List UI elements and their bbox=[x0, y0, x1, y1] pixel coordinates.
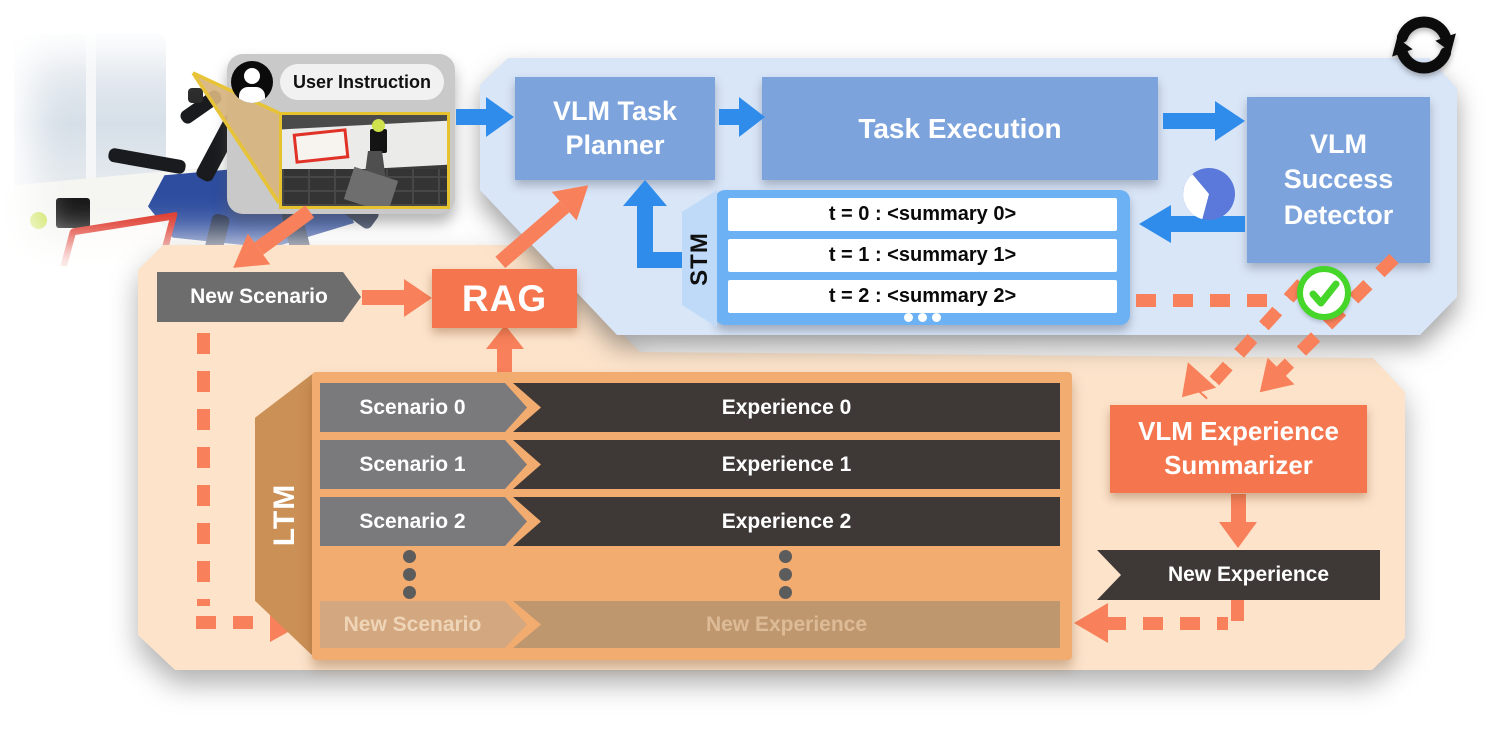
ltm-experience-row: Experience 2 bbox=[513, 497, 1060, 546]
arrow-execution-to-detector-head bbox=[1215, 101, 1245, 141]
arrow-ltm-to-rag-head bbox=[486, 325, 524, 349]
inset-ball bbox=[372, 119, 385, 132]
arrow-planner-to-execution-head bbox=[739, 97, 765, 137]
arrow-instruction-to-planner-head bbox=[486, 97, 514, 137]
stm-row: t = 1 : <summary 1> bbox=[728, 239, 1117, 272]
stm-row: t = 2 : <summary 2> bbox=[728, 280, 1117, 313]
arrow-execution-to-detector bbox=[1163, 113, 1215, 129]
task-execution-box: Task Execution bbox=[762, 77, 1158, 180]
user-avatar-icon bbox=[231, 61, 273, 103]
inset-cup bbox=[370, 129, 387, 153]
dashed-new-experience-to-ltm-vertical bbox=[1231, 598, 1244, 621]
ltm-new-scenario-chevron: New Scenario bbox=[320, 601, 527, 648]
arrow-detector-to-stm bbox=[1171, 216, 1245, 232]
arrow-stm-to-planner-head bbox=[623, 180, 667, 206]
arrow-stm-to-planner-vertical bbox=[637, 204, 653, 268]
ltm-experience-row: Experience 0 bbox=[513, 383, 1060, 432]
vlm-task-planner-box: VLM Task Planner bbox=[515, 77, 715, 180]
ltm-scenario-chevron: Scenario 2 bbox=[320, 497, 527, 546]
arrow-ltm-to-rag bbox=[497, 347, 512, 374]
ltm-panel: Scenario 0 Experience 0 Scenario 1 Exper… bbox=[312, 372, 1072, 660]
pie-timer-icon bbox=[1183, 168, 1235, 220]
arrow-planner-to-execution bbox=[719, 109, 739, 125]
dashed-new-scenario-to-ltm-horizontal bbox=[196, 616, 270, 629]
user-instruction-label: User Instruction bbox=[280, 64, 444, 100]
dashed-new-scenario-to-ltm-vertical bbox=[197, 333, 210, 606]
arrow-summarizer-to-new-experience-head bbox=[1219, 522, 1257, 548]
dashed-stm-to-summarizer-horizontal bbox=[1136, 294, 1272, 307]
black-mug bbox=[56, 198, 90, 228]
stm-row: t = 0 : <summary 0> bbox=[728, 198, 1117, 231]
arrow-new-scenario-to-rag-head bbox=[404, 279, 432, 317]
new-scenario-label: New Scenario bbox=[157, 272, 361, 322]
stm-tab: STM bbox=[682, 190, 717, 327]
refresh-loop-icon bbox=[1392, 16, 1456, 74]
stm-block: t = 0 : <summary 0> t = 1 : <summary 1> … bbox=[715, 190, 1130, 325]
ltm-new-experience-row: New Experience bbox=[513, 601, 1060, 648]
arrow-summarizer-to-new-experience bbox=[1231, 494, 1246, 522]
arrow-new-scenario-to-rag bbox=[362, 290, 404, 305]
robot-gripper-camera bbox=[188, 88, 203, 103]
arrow-detector-to-stm-head bbox=[1139, 205, 1171, 243]
new-experience-label: New Experience bbox=[1097, 550, 1380, 600]
check-icon bbox=[1297, 266, 1351, 320]
dashed-new-experience-to-ltm-head bbox=[1074, 603, 1108, 643]
ltm-scenario-chevron: Scenario 1 bbox=[320, 440, 527, 489]
rag-box: RAG bbox=[432, 269, 577, 328]
ltm-experience-row: Experience 1 bbox=[513, 440, 1060, 489]
window-frame bbox=[86, 34, 96, 198]
vlm-experience-summarizer-box: VLM Experience Summarizer bbox=[1110, 405, 1367, 493]
inset-red-tray bbox=[292, 128, 350, 164]
ltm-scenario-chevron: Scenario 0 bbox=[320, 383, 527, 432]
arrow-instruction-to-planner bbox=[456, 109, 486, 125]
tennis-ball bbox=[30, 212, 47, 229]
vlm-success-detector-box: VLM Success Detector bbox=[1247, 97, 1430, 263]
camera-view-photo bbox=[279, 112, 450, 209]
ltm-band: LTM bbox=[255, 372, 315, 658]
dashed-new-experience-to-ltm-horizontal bbox=[1106, 617, 1228, 630]
